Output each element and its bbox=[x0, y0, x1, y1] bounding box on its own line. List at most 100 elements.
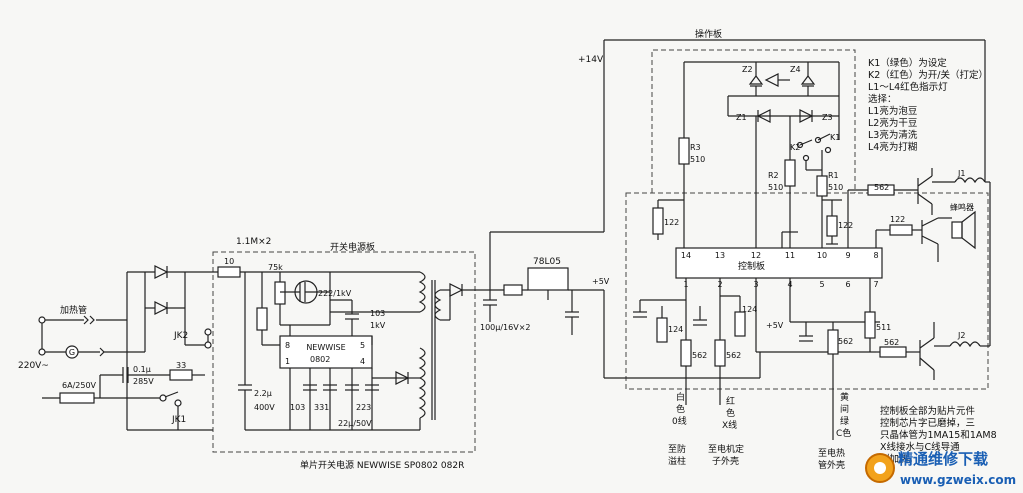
pin-13: 13 bbox=[715, 251, 725, 260]
ac-label: 220V~ bbox=[18, 361, 49, 371]
r2-label: R2 bbox=[768, 171, 779, 180]
pin-7: 7 bbox=[873, 280, 878, 289]
dest3-line2: 管外壳 bbox=[818, 459, 845, 471]
yg-wire-4: C色 bbox=[836, 427, 851, 439]
r562e-label: 562 bbox=[884, 338, 899, 347]
r11m-label: 1.1M×2 bbox=[236, 237, 271, 247]
dest2-line2: 子外壳 bbox=[712, 455, 739, 467]
buzzer-label: 蜂鸣器 bbox=[950, 202, 974, 212]
r124a-label: 124 bbox=[668, 325, 683, 334]
r562d-label: 562 bbox=[874, 183, 889, 192]
control-title: 控制板 bbox=[738, 260, 765, 272]
pin4-label: 4 bbox=[360, 357, 365, 366]
power-board-title: 开关电源板 bbox=[330, 241, 375, 253]
z1-label: Z1 bbox=[736, 113, 747, 122]
note2-line-1: 控制板全部为贴片元件 bbox=[880, 405, 976, 417]
operation-board bbox=[678, 61, 840, 248]
pin5-label: 5 bbox=[360, 341, 365, 350]
pin8-label: 8 bbox=[285, 341, 290, 350]
j1-label: J1 bbox=[957, 169, 965, 178]
pin-14: 14 bbox=[681, 251, 691, 260]
note-line-3: L1～L4红色指示灯 bbox=[868, 81, 948, 93]
control-chip bbox=[675, 247, 883, 279]
r75k-label: 75k bbox=[268, 263, 283, 272]
pin-6: 6 bbox=[845, 280, 850, 289]
v400-label: 400V bbox=[254, 403, 275, 412]
note-line-7: L3亮为清洗 bbox=[868, 129, 918, 141]
heater-label: 加热管 bbox=[60, 304, 87, 316]
power-supply-board bbox=[213, 266, 451, 431]
note-line-5: L1亮为泡豆 bbox=[868, 105, 917, 117]
v1kv-label: 1kV bbox=[370, 321, 386, 330]
power-chip bbox=[279, 335, 373, 369]
note2-line-3: 只晶体管为1MA15和1AM8 bbox=[880, 429, 997, 441]
r1-value: 510 bbox=[828, 183, 843, 192]
note-line-4: 选择： bbox=[868, 93, 897, 105]
z4-label: Z4 bbox=[790, 65, 801, 74]
operation-board-outline bbox=[651, 49, 856, 193]
c223-label: 223 bbox=[356, 403, 371, 412]
white-wire-2: 色 bbox=[676, 403, 685, 415]
cap-v-label: 285V bbox=[133, 377, 154, 386]
r511-label: 511 bbox=[876, 323, 891, 332]
regulator-label: 78L05 bbox=[533, 257, 561, 267]
r562b-label: 562 bbox=[726, 351, 741, 360]
chip-name: NEWWISE bbox=[306, 343, 345, 352]
pin-4: 4 bbox=[787, 280, 792, 289]
v14-label: +14V bbox=[578, 55, 604, 65]
jk1-label: JK1 bbox=[171, 415, 186, 425]
regulator-section bbox=[449, 39, 986, 379]
z3-label: Z3 bbox=[822, 113, 833, 122]
j2-label: J2 bbox=[957, 331, 965, 340]
note2-line-4: X线接水与C线导通 bbox=[880, 441, 960, 453]
ctrl-v5-label: +5V bbox=[766, 321, 784, 330]
caps-label: 100μ/16V×2 bbox=[480, 323, 531, 332]
dest1-line2: 溢柱 bbox=[668, 455, 686, 467]
yg-wire-1: 黄 bbox=[840, 391, 849, 403]
labels: 操作板 +14V K1（绿色）为设定 K2（红色）为开/关（打定） L1～L4红… bbox=[18, 28, 997, 471]
r122b-label: 122 bbox=[838, 221, 853, 230]
yg-wire-3: 绿 bbox=[840, 415, 849, 427]
note-line-1: K1（绿色）为设定 bbox=[868, 57, 947, 69]
dest1-line1: 至防 bbox=[668, 443, 686, 455]
red-wire-3: X线 bbox=[722, 419, 737, 431]
power-board-outline bbox=[212, 251, 476, 453]
pin-8: 8 bbox=[873, 251, 878, 260]
red-wire-1: 红 bbox=[726, 395, 735, 407]
note2-line-2: 控制芯片字已磨掉，三 bbox=[880, 417, 975, 429]
c22u50-label: 22μ/50V bbox=[338, 419, 372, 428]
pin-11: 11 bbox=[785, 251, 795, 260]
yg-wire-2: 间 bbox=[840, 403, 849, 415]
watermark-cn: 精通维修下载 bbox=[898, 450, 988, 468]
k1-label: K1 bbox=[830, 133, 840, 142]
note-line-2: K2（红色）为开/关（打定） bbox=[868, 69, 988, 81]
white-wire-3: 0线 bbox=[672, 415, 687, 427]
left-input-section: G bbox=[38, 265, 213, 431]
r562a-label: 562 bbox=[692, 351, 707, 360]
c331-label: 331 bbox=[314, 403, 329, 412]
v5-label: +5V bbox=[592, 277, 610, 286]
r10-label: 10 bbox=[224, 257, 234, 266]
top-title: 操作板 bbox=[695, 28, 722, 40]
svg-text:G: G bbox=[69, 348, 75, 357]
dest3-line1: 至电热 bbox=[818, 447, 845, 459]
pin-5: 5 bbox=[819, 280, 824, 289]
c103-label: 103 bbox=[370, 309, 385, 318]
chip-model: 0802 bbox=[310, 355, 330, 364]
note-line-8: L4亮为打糊 bbox=[868, 141, 917, 153]
jk2-label: JK2 bbox=[173, 331, 188, 341]
c22u-label: 2.2μ bbox=[254, 389, 272, 398]
pin-9: 9 bbox=[845, 251, 850, 260]
pin-12: 12 bbox=[751, 251, 761, 260]
r122c-label: 122 bbox=[890, 215, 905, 224]
pin1-label: 1 bbox=[285, 357, 290, 366]
power-board-caption: 单片开关电源 NEWWISE SP0802 082R bbox=[300, 459, 464, 471]
control-board-outline bbox=[625, 192, 989, 390]
pin-2: 2 bbox=[717, 280, 722, 289]
regulator-78l05 bbox=[527, 267, 569, 291]
pin-10: 10 bbox=[817, 251, 827, 260]
fuse-label: 6A/250V bbox=[62, 381, 97, 390]
white-wire-1: 白 bbox=[676, 391, 685, 403]
k2-label: K2 bbox=[790, 143, 800, 152]
